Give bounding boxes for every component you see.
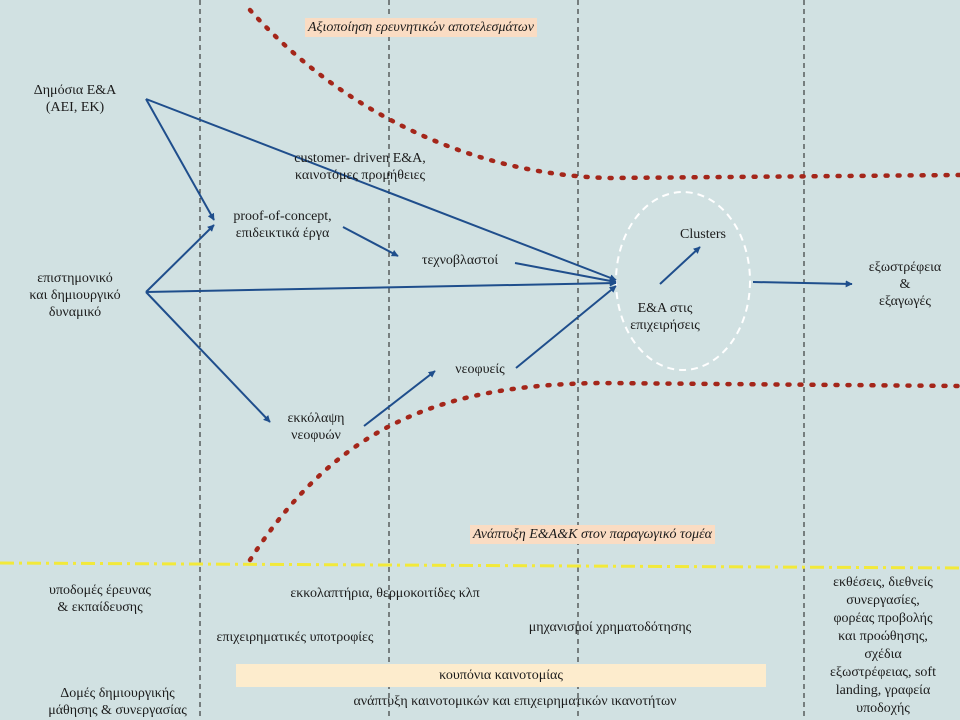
label-line: ανάπτυξη καινοτομικών και επιχειρηματικώ… [353, 694, 677, 709]
node-incubation: εκκόλαψη νεοφυών [268, 410, 364, 444]
node-line: proof-of-concept, [233, 209, 332, 224]
node-line: και δημιουργικό [29, 288, 121, 303]
lower-dotted-boundary [247, 380, 960, 563]
label-line: εκθέσεις, διεθνείς [833, 575, 933, 590]
label-line: Δομές δημιουργικής [60, 686, 175, 701]
label-creative-structures: Δομές δημιουργικής μάθησης & συνεργασίας [30, 685, 205, 719]
node-line: τεχνοβλαστοί [421, 253, 499, 268]
label-line: συνεργασίες, [846, 593, 920, 608]
node-business-rd: Ε&Α στις επιχειρήσεις [610, 300, 720, 334]
label-incubators: εκκολαπτήρια, θερμοκοιτίδες κλπ [265, 585, 505, 602]
label-line: επιχειρηματικές υποτροφίες [216, 630, 374, 645]
node-line: Δημόσια Ε&Α [33, 83, 117, 98]
node-line: καινοτόμες προμήθειες [294, 168, 426, 183]
node-line: εκκόλαψη [287, 411, 345, 426]
node-line: νεοφυείς [455, 362, 505, 377]
label-line: μάθησης & συνεργασίας [48, 703, 187, 718]
arrow-public-to-proof [145, 98, 215, 221]
node-line: εξωστρέφεια [868, 260, 942, 275]
yellow-separator-line [0, 561, 960, 570]
label-financing-mechanisms: μηχανισμοί χρηματοδότησης [500, 619, 720, 636]
arrow-potential-to-business-rd [145, 279, 617, 293]
arrow-public-to-business-rd [145, 98, 617, 282]
node-line: νεοφυών [291, 428, 341, 443]
node-startups: νεοφυείς [440, 361, 520, 378]
arrow-business-rd-to-extroversion [752, 280, 853, 288]
label-line: σχέδια [864, 647, 902, 662]
innovation-vouchers-band: κουπόνια καινοτομίας [236, 664, 766, 687]
arrow-incubation-to-startups [363, 370, 436, 427]
node-line: customer- driven E&A, [294, 151, 426, 166]
label-line: εξωστρέφειας, soft [830, 665, 936, 680]
label-line: υποδομές έρευνας [49, 583, 151, 598]
node-tech-spinoffs: τεχνοβλαστοί [405, 252, 515, 269]
node-line: επιστημονικό [37, 271, 113, 286]
node-public-rd: Δημόσια Ε&Α (ΑΕΙ, ΕΚ) [10, 82, 140, 116]
node-scientific-potential: επιστημονικό και δημιουργικό δυναμικό [10, 270, 140, 321]
arrow-business-rd-to-clusters [659, 246, 701, 285]
node-line: δυναμικό [48, 305, 102, 320]
business-rd-cluster-ellipse [615, 191, 751, 371]
node-line: & [899, 277, 911, 292]
arrow-spinoffs-to-business-rd [514, 262, 617, 285]
label-line: & εκπαίδευσης [57, 600, 143, 615]
label-line: landing, γραφεία [835, 683, 931, 698]
label-exhibitions: εκθέσεις, διεθνείς συνεργασίες, φορέας π… [808, 574, 958, 718]
node-extroversion: εξωστρέφεια & εξαγωγές [855, 259, 955, 310]
label-line: εκκολαπτήρια, θερμοκοιτίδες κλπ [290, 586, 480, 601]
label-line: φορέας προβολής [833, 611, 933, 626]
label-line: υποδοχής [856, 701, 910, 716]
top-banner: Αξιοποίηση ερευνητικών αποτελεσμάτων [305, 18, 537, 37]
flow-arrows [145, 98, 853, 427]
arrow-proof-to-spinoffs [342, 226, 399, 257]
arrow-startups-to-business-rd [515, 285, 617, 369]
node-line: (ΑΕΙ, ΕΚ) [45, 100, 105, 115]
node-line: Clusters [680, 227, 726, 242]
node-line: επιδεικτικά έργα [235, 226, 330, 241]
label-line: και προώθησης, [838, 629, 928, 644]
label-line: μηχανισμοί χρηματοδότησης [528, 620, 692, 635]
arrow-potential-to-incubation [145, 291, 271, 423]
label-research-infrastructure: υποδομές έρευνας & εκπαίδευσης [20, 582, 180, 616]
arrow-potential-to-proof [145, 224, 215, 293]
label-business-support: επιχειρηματικές υποτροφίες [200, 629, 390, 646]
node-customer-driven-rd: customer- driven E&A, καινοτόμες προμήθε… [270, 150, 450, 184]
bottom-banner: Ανάπτυξη Ε&Α&Κ στον παραγωγικό τομέα [470, 525, 715, 544]
node-proof-of-concept: proof-of-concept, επιδεικτικά έργα [215, 208, 350, 242]
node-line: επιχειρήσεις [630, 318, 700, 333]
node-line: εξαγωγές [879, 294, 931, 309]
node-clusters: Clusters [668, 226, 738, 243]
node-line: Ε&Α στις [637, 301, 693, 316]
label-skills-development: ανάπτυξη καινοτομικών και επιχειρηματικώ… [320, 693, 710, 710]
